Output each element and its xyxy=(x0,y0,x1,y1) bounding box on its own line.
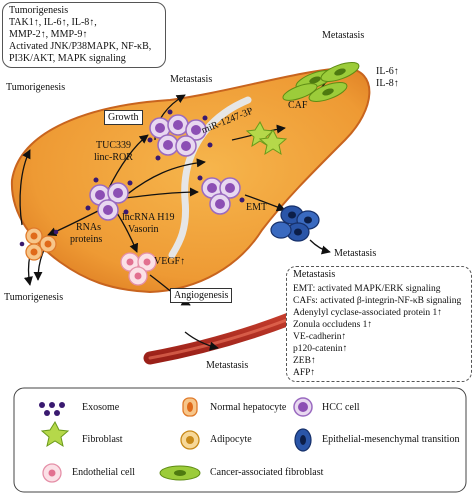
tuc339-label: TUC339 xyxy=(96,140,131,151)
fibroblast-cluster xyxy=(245,120,288,156)
endothelial-cell-icon xyxy=(42,463,62,483)
metastasis-label-top-right: Metastasis xyxy=(322,30,365,41)
metastasis-box-line: VE-cadherin↑ xyxy=(293,332,347,342)
linc-ror-label: linc-ROR xyxy=(94,152,133,163)
metastasis-box-line: p120-catenin↑ xyxy=(293,344,348,354)
legend-label-hcc-cell: HCC cell xyxy=(322,402,360,413)
caf-label: CAF xyxy=(288,100,308,111)
tumorigenesis-info-box: Tumorigenesis TAK1↑, IL-6↑, IL-8↑, MMP-2… xyxy=(2,2,166,68)
exosome-icon xyxy=(39,402,65,416)
hcc-cluster-growth xyxy=(147,109,213,161)
emt-cell-icon xyxy=(294,428,312,452)
normal-hepatocyte-icon xyxy=(182,397,198,417)
emt-label: EMT xyxy=(246,202,268,213)
legend-label-adipocyte: Adipocyte xyxy=(210,434,252,445)
il8-label: IL-8↑ xyxy=(376,78,399,89)
lncrna-label: lncRNA H19 xyxy=(122,212,175,223)
fibroblast-icon xyxy=(40,420,70,448)
il6-label: IL-6↑ xyxy=(376,66,399,77)
legend-label-fibroblast: Fibroblast xyxy=(82,434,123,445)
legend-label-caf: Cancer-associated fibroblast xyxy=(210,467,324,478)
metastasis-box-line: Zonula occludens 1↑ xyxy=(293,320,373,330)
metastasis-box-line: Adenylyl cyclase-associated protein 1↑ xyxy=(293,308,443,318)
normal-hepatocyte-cluster xyxy=(19,227,59,261)
metastasis-label-bottom: Metastasis xyxy=(206,360,249,371)
vasorin-label: Vasorin xyxy=(128,224,159,235)
metastasis-label-emt: Metastasis xyxy=(334,248,377,259)
metastasis-box-title: Metastasis xyxy=(293,269,336,280)
liver-shape xyxy=(10,66,371,294)
caf-cluster xyxy=(282,62,360,102)
metastasis-box-line: AFP↑ xyxy=(293,368,316,378)
hcc-cluster-source xyxy=(85,177,133,221)
tumorigenesis-box-line: Activated JNK/P38MAPK, NF-κB, xyxy=(9,41,152,52)
legend-label-endothelial-cell: Endothelial cell xyxy=(72,467,136,478)
tumorigenesis-box-line: MMP-2↑, MMP-9↑ xyxy=(9,29,88,40)
vegf-label: VEGF↑ xyxy=(154,256,186,267)
tumorigenesis-label-lower-left: Tumorigenesis xyxy=(4,292,64,303)
growth-label: Growth xyxy=(104,110,143,125)
hcc-cell-icon xyxy=(293,397,313,417)
hcc-cluster-emt xyxy=(197,175,245,215)
tumorigenesis-box-title: Tumorigenesis xyxy=(9,5,69,16)
rnas-label: RNAs xyxy=(76,222,102,233)
tumorigenesis-box-line: PI3K/AKT, MAPK signaling xyxy=(9,53,126,64)
metastasis-info-box: Metastasis EMT: activated MAPK/ERK signa… xyxy=(286,266,472,382)
emt-cell-cluster xyxy=(270,205,320,242)
legend-box xyxy=(13,387,467,493)
legend-label-normal-hepatocyte: Normal hepatocyte xyxy=(210,402,287,413)
tumorigenesis-box-line: TAK1↑, IL-6↑, IL-8↑, xyxy=(9,17,97,28)
endothelial-cell-cluster xyxy=(120,252,157,286)
metastasis-box-line: ZEB↑ xyxy=(293,356,316,366)
caf-icon xyxy=(159,465,201,481)
adipocyte-icon xyxy=(180,430,200,450)
metastasis-label-center-top: Metastasis xyxy=(170,74,213,85)
legend-label-emt: Epithelial-mesenchymal transition xyxy=(322,434,460,445)
liver-fissure xyxy=(168,96,252,259)
angiogenesis-label: Angiogenesis xyxy=(170,288,233,303)
metastasis-box-line: EMT: activated MAPK/ERK signaling xyxy=(293,284,441,294)
legend-label-exosome: Exosome xyxy=(82,402,120,413)
metastasis-box-line: CAFs: activated β-integrin-NF-κB signali… xyxy=(293,296,462,306)
proteins-label: proteins xyxy=(70,234,103,245)
tumorigenesis-label-upper-left: Tumorigenesis xyxy=(6,82,66,93)
